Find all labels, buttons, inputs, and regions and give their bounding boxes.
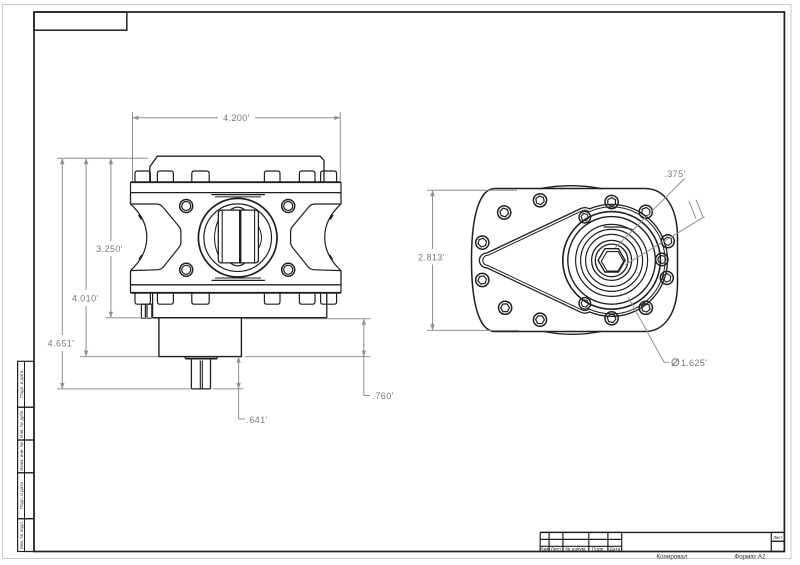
svg-text:4.010': 4.010' [72,294,99,304]
svg-text:Лист: Лист [551,546,562,552]
svg-text:Взам. инв. №: Взам. инв. № [19,442,24,471]
svg-text:Лист: Лист [773,535,782,540]
svg-text:4.651': 4.651' [48,338,75,348]
svg-text:Дата: Дата [609,546,620,552]
svg-text:1.625': 1.625' [681,358,707,368]
svg-text:3.250': 3.250' [96,244,123,254]
svg-text:Формат А2: Формат А2 [734,553,766,560]
svg-text:№ докум.: № докум. [565,546,586,552]
svg-text:.375': .375' [664,169,685,179]
svg-text:Копировал: Копировал [656,553,687,560]
svg-text:Подп. и дата: Подп. и дата [19,482,24,510]
svg-text:.760': .760' [373,391,394,401]
svg-text:Подп.: Подп. [592,546,605,552]
svg-text:Инв. № дубл.: Инв. № дубл. [19,409,24,437]
svg-text:4.200': 4.200' [223,113,250,123]
svg-text:Подп. и дата: Подп. и дата [19,370,24,398]
svg-text:2.813': 2.813' [418,252,445,262]
svg-text:.641': .641' [247,415,268,425]
svg-text:Инв. № подл.: Инв. № подл. [19,521,24,550]
svg-text:Изм.: Изм. [540,546,550,552]
